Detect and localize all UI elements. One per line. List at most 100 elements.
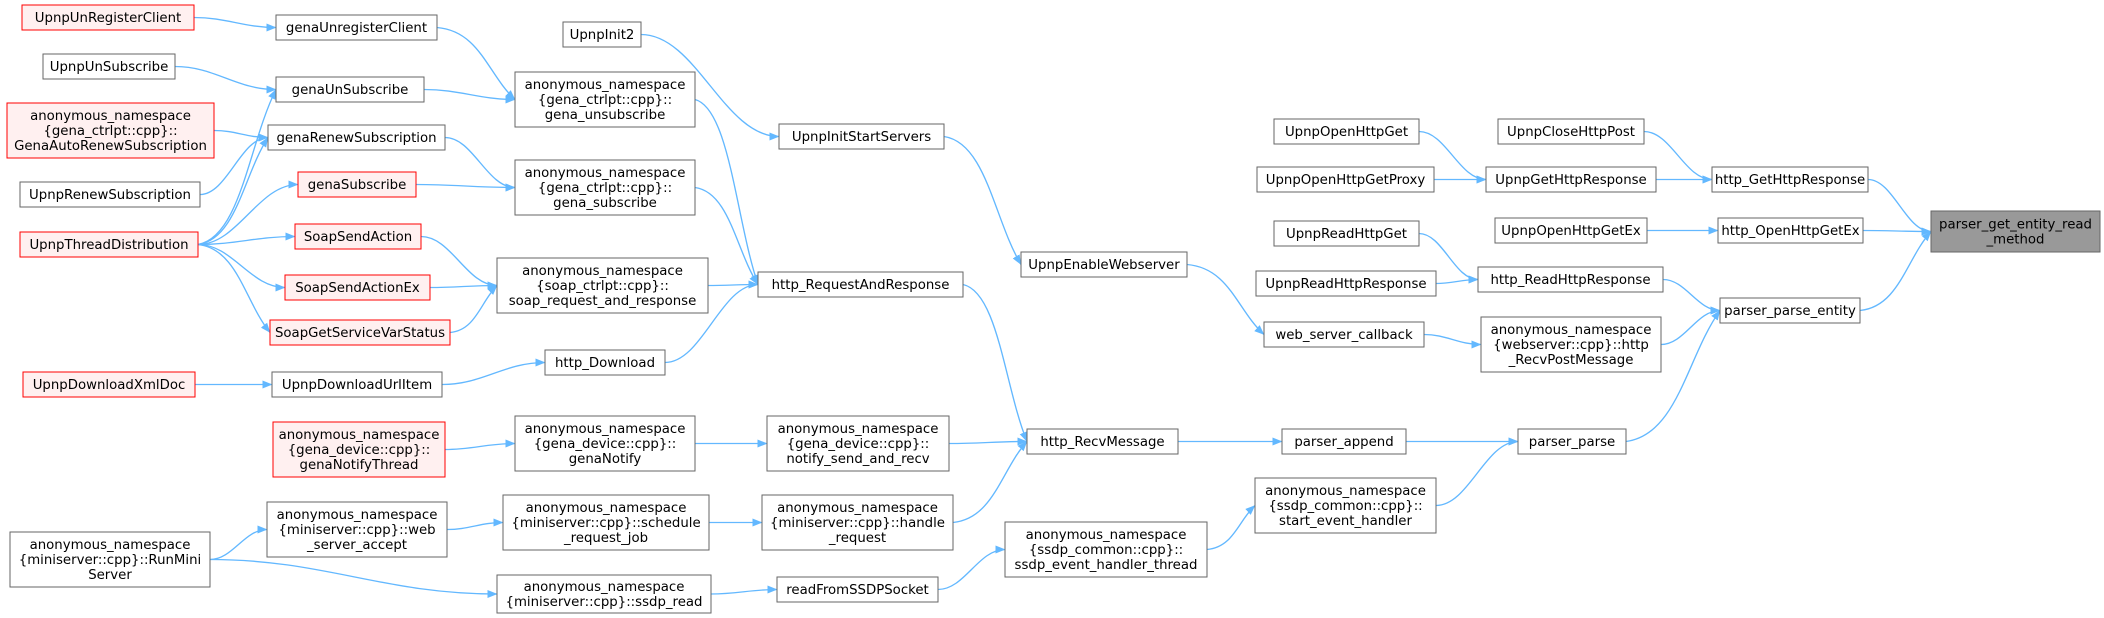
node-upnp-renew-subscription[interactable]: UpnpRenewSubscription bbox=[19, 181, 201, 208]
node-http-request-and-response[interactable]: http_RequestAndResponse bbox=[757, 271, 964, 298]
node-box bbox=[275, 14, 438, 41]
node-box bbox=[1480, 316, 1662, 373]
node-label: _request bbox=[828, 531, 886, 546]
node-parser-get-entity-read-method[interactable]: parser_get_entity_read_method bbox=[1930, 210, 2101, 253]
node-ssdp-read[interactable]: anonymous_namespace{miniserver::cpp}::ss… bbox=[496, 574, 712, 614]
node-label: anonymous_namespace bbox=[525, 422, 686, 437]
node-label: http_Download bbox=[555, 356, 655, 371]
node-label: anonymous_namespace bbox=[525, 78, 686, 93]
node-box bbox=[778, 123, 945, 150]
node-label: UpnpDownloadUrlItem bbox=[282, 378, 432, 393]
node-soap-request-and-response[interactable]: anonymous_namespace{soap_ctrlpt::cpp}::s… bbox=[496, 257, 709, 314]
node-upnp-init-start-servers[interactable]: UpnpInitStartServers bbox=[778, 123, 945, 150]
node-label: anonymous_namespace bbox=[30, 109, 191, 124]
node-label: {miniserver::cpp}::handle bbox=[770, 516, 945, 531]
edge-upnp-download-url-item-to-http-download bbox=[441, 358, 546, 386]
node-http-open-http-get-ex[interactable]: http_OpenHttpGetEx bbox=[1717, 217, 1864, 244]
node-box bbox=[1711, 166, 1869, 193]
edge-upnp-thread-distribution-to-gena-renew-subscription bbox=[197, 137, 269, 246]
node-label: {gena_device::cpp}:: bbox=[534, 437, 677, 452]
node-web-server-accept[interactable]: anonymous_namespace{miniserver::cpp}::we… bbox=[266, 501, 448, 558]
node-box bbox=[1494, 217, 1648, 244]
node-box bbox=[21, 4, 195, 31]
node-label: Server bbox=[88, 568, 132, 583]
node-upnp-thread-distribution[interactable]: UpnpThreadDistribution bbox=[19, 231, 199, 258]
node-label: anonymous_namespace bbox=[526, 501, 687, 516]
edge-handle-request-to-http-recv-message bbox=[952, 441, 1028, 524]
node-label: UpnpGetHttpResponse bbox=[1495, 173, 1646, 188]
node-notify-send-and-recv[interactable]: anonymous_namespace{gena_device::cpp}::n… bbox=[766, 415, 950, 472]
node-upnp-read-http-response[interactable]: UpnpReadHttpResponse bbox=[1255, 270, 1437, 297]
node-label: anonymous_namespace bbox=[277, 508, 438, 523]
node-label: {gena_ctrlpt::cpp}:: bbox=[43, 124, 177, 139]
node-box bbox=[1263, 321, 1425, 348]
node-box bbox=[514, 415, 696, 472]
node-gena-notify-thread[interactable]: anonymous_namespace{gena_device::cpp}::g… bbox=[272, 421, 446, 478]
node-ssdp-event-handler-thread[interactable]: anonymous_namespace{ssdp_common::cpp}::s… bbox=[1004, 521, 1208, 578]
node-label: {miniserver::cpp}::web bbox=[278, 523, 435, 538]
node-handle-request[interactable]: anonymous_namespace{miniserver::cpp}::ha… bbox=[761, 494, 954, 551]
edge-web-server-callback-to-web-http-recv-post-message bbox=[1423, 333, 1482, 349]
node-upnp-enable-webserver[interactable]: UpnpEnableWebserver bbox=[1020, 251, 1188, 278]
node-label: genaNotifyThread bbox=[300, 458, 419, 473]
node-http-recv-message[interactable]: http_RecvMessage bbox=[1026, 428, 1179, 455]
edge-soap-get-service-var-status-to-soap-request-and-response bbox=[449, 285, 498, 334]
node-upnp-open-http-get-ex[interactable]: UpnpOpenHttpGetEx bbox=[1494, 217, 1648, 244]
node-label: http_GetHttpResponse bbox=[1715, 173, 1865, 188]
node-http-read-http-response[interactable]: http_ReadHttpResponse bbox=[1477, 266, 1664, 293]
node-gena-unregister-client[interactable]: genaUnregisterClient bbox=[275, 14, 438, 41]
node-gena-auto-renew-subscription[interactable]: anonymous_namespace{gena_ctrlpt::cpp}::G… bbox=[6, 102, 215, 159]
node-parser-append[interactable]: parser_append bbox=[1281, 428, 1407, 455]
node-schedule-request-job[interactable]: anonymous_namespace{miniserver::cpp}::sc… bbox=[502, 494, 710, 551]
edge-ssdp-read-to-read-from-ssdpsocket bbox=[710, 585, 778, 595]
node-upnp-un-subscribe[interactable]: UpnpUnSubscribe bbox=[42, 53, 176, 80]
node-gena-renew-subscription[interactable]: genaRenewSubscription bbox=[267, 124, 446, 151]
node-upnp-open-http-get-proxy[interactable]: UpnpOpenHttpGetProxy bbox=[1256, 166, 1435, 193]
node-label: anonymous_namespace bbox=[777, 501, 938, 516]
node-label: {webserver::cpp}::http bbox=[1493, 338, 1649, 353]
node-box bbox=[496, 574, 712, 614]
node-upnp-download-url-item[interactable]: UpnpDownloadUrlItem bbox=[271, 371, 443, 398]
node-http-download[interactable]: http_Download bbox=[544, 349, 666, 376]
node-gena-un-subscribe[interactable]: genaUnSubscribe bbox=[275, 76, 425, 103]
node-label: parser_parse_entity bbox=[1724, 304, 1856, 319]
node-box bbox=[1004, 521, 1208, 578]
node-box bbox=[294, 223, 422, 250]
node-upnp-init2[interactable]: UpnpInit2 bbox=[562, 21, 642, 48]
node-gena-subscribe[interactable]: genaSubscribe bbox=[297, 171, 417, 198]
edge-upnp-thread-distribution-to-soap-get-service-var-status bbox=[197, 243, 271, 333]
edge-upnp-thread-distribution-to-soap-send-action-ex bbox=[197, 243, 286, 292]
node-start-event-handler[interactable]: anonymous_namespace{ssdp_common::cpp}::s… bbox=[1254, 477, 1437, 534]
node-box bbox=[1255, 270, 1437, 297]
node-label: {gena_ctrlpt::cpp}:: bbox=[538, 181, 672, 196]
node-gena-unsubscribe[interactable]: anonymous_namespace{gena_ctrlpt::cpp}::g… bbox=[514, 71, 696, 128]
node-upnp-get-http-response[interactable]: UpnpGetHttpResponse bbox=[1485, 166, 1657, 193]
node-gena-subscribe[interactable]: anonymous_namespace{gena_ctrlpt::cpp}::g… bbox=[514, 159, 696, 216]
node-upnp-un-register-client[interactable]: UpnpUnRegisterClient bbox=[21, 4, 195, 31]
node-label: {miniserver::cpp}::RunMini bbox=[19, 553, 201, 568]
node-http-get-http-response[interactable]: http_GetHttpResponse bbox=[1711, 166, 1869, 193]
node-upnp-read-http-get[interactable]: UpnpReadHttpGet bbox=[1273, 220, 1420, 247]
node-soap-send-action-ex[interactable]: SoapSendActionEx bbox=[284, 274, 431, 301]
node-label: anonymous_namespace bbox=[1265, 484, 1426, 499]
edge-run-mini-server-to-ssdp-read bbox=[209, 558, 498, 598]
edge-gena-un-subscribe-to-gena-unsubscribe bbox=[423, 88, 516, 104]
edge-http-read-http-response-to-parser-parse-entity bbox=[1662, 278, 1721, 315]
node-parser-parse[interactable]: parser_parse bbox=[1517, 428, 1627, 455]
node-upnp-close-http-post[interactable]: UpnpCloseHttpPost bbox=[1497, 118, 1645, 145]
node-upnp-download-xml-doc[interactable]: UpnpDownloadXmlDoc bbox=[22, 371, 196, 398]
node-upnp-open-http-get[interactable]: UpnpOpenHttpGet bbox=[1273, 118, 1420, 145]
node-soap-get-service-var-status[interactable]: SoapGetServiceVarStatus bbox=[269, 319, 451, 346]
node-web-server-callback[interactable]: web_server_callback bbox=[1263, 321, 1425, 348]
node-parser-parse-entity[interactable]: parser_parse_entity bbox=[1719, 297, 1861, 324]
node-web-http-recv-post-message[interactable]: anonymous_namespace{webserver::cpp}::htt… bbox=[1480, 316, 1662, 373]
node-box bbox=[1517, 428, 1627, 455]
node-label: UpnpInitStartServers bbox=[792, 130, 931, 145]
node-read-from-ssdpsocket[interactable]: readFromSSDPSocket bbox=[776, 576, 939, 603]
node-gena-notify[interactable]: anonymous_namespace{gena_device::cpp}::g… bbox=[514, 415, 696, 472]
node-run-mini-server[interactable]: anonymous_namespace{miniserver::cpp}::Ru… bbox=[9, 531, 211, 588]
node-label: http_RecvMessage bbox=[1040, 435, 1164, 450]
node-box bbox=[544, 349, 666, 376]
node-soap-send-action[interactable]: SoapSendAction bbox=[294, 223, 422, 250]
node-label: _RecvPostMessage bbox=[1508, 353, 1634, 368]
